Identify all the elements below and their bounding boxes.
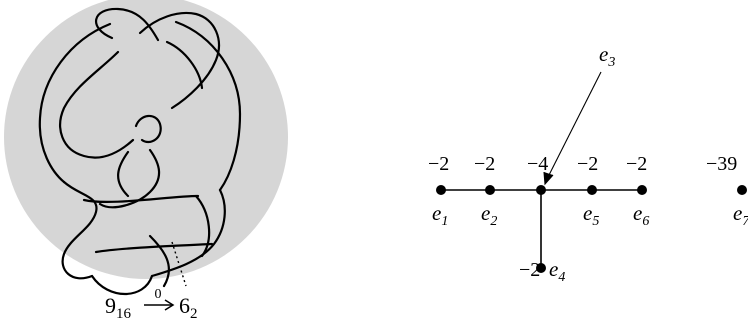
node-weight-e5: −2 bbox=[577, 153, 598, 175]
knot-strand bbox=[117, 150, 130, 198]
graph-node-e5 bbox=[587, 185, 597, 195]
node-weights: −2 −2 −4 −2 −2 −2 −39 bbox=[428, 153, 737, 281]
caption-arrow bbox=[144, 299, 175, 311]
knot-strands bbox=[38, 7, 242, 296]
node-label-e2: e2 bbox=[481, 201, 497, 229]
graph-node-e1 bbox=[436, 185, 446, 195]
knot-strand bbox=[165, 40, 204, 90]
knot-strand bbox=[94, 7, 160, 42]
knot-strand bbox=[38, 22, 112, 184]
background-disk bbox=[4, 0, 288, 279]
node-weight-e1: −2 bbox=[428, 153, 449, 175]
knot-strand bbox=[82, 194, 200, 203]
node-labels: e1 e2 e5 e6 e4 e7 e3 bbox=[432, 42, 748, 285]
node-label-e1: e1 bbox=[432, 201, 448, 229]
node-label-e7: e7 bbox=[733, 201, 748, 229]
caption-arrow-label: 0 bbox=[155, 287, 162, 302]
node-label-e4: e4 bbox=[549, 257, 565, 285]
knot-diagram bbox=[4, 0, 288, 296]
node-weight-e7: −39 bbox=[706, 153, 737, 175]
caption-knot-to-sub: 2 bbox=[190, 306, 198, 322]
knot-strand bbox=[61, 180, 98, 280]
knot-strand bbox=[59, 50, 135, 159]
graph-nodes bbox=[436, 185, 747, 273]
caption-knot-from: 9 bbox=[105, 293, 116, 318]
svg-text:62: 62 bbox=[179, 293, 198, 322]
node-weight-e3: −4 bbox=[527, 153, 548, 175]
plumbing-graph: −2 −2 −4 −2 −2 −2 −39 e1 e2 e5 e6 e4 e7 … bbox=[428, 42, 748, 285]
knot-strand bbox=[194, 194, 211, 258]
graph-edges bbox=[441, 189, 642, 268]
graph-node-e4 bbox=[536, 263, 546, 273]
graph-node-e6 bbox=[637, 185, 647, 195]
knot-strand bbox=[98, 148, 161, 209]
knot-strand bbox=[94, 242, 214, 254]
knot-strand bbox=[90, 274, 154, 296]
caption-knot-to: 6 bbox=[179, 293, 190, 318]
node-weight-e4: −2 bbox=[519, 259, 540, 281]
graph-node-e7 bbox=[737, 185, 747, 195]
knot-strand bbox=[150, 188, 226, 278]
node-label-e6: e6 bbox=[633, 201, 649, 229]
caption-knot-from-sub: 16 bbox=[116, 306, 132, 322]
graph-node-e3 bbox=[536, 185, 546, 195]
annotation-label-e3: e3 bbox=[599, 42, 615, 70]
caption: 916 0 62 bbox=[105, 287, 198, 322]
node-weight-e6: −2 bbox=[626, 153, 647, 175]
node-label-e5: e5 bbox=[583, 201, 599, 229]
node-weight-e2: −2 bbox=[474, 153, 495, 175]
knot-strand bbox=[174, 20, 242, 192]
graph-node-e2 bbox=[485, 185, 495, 195]
knot-strand bbox=[138, 11, 220, 110]
annotation-arrow bbox=[543, 71, 602, 186]
knot-strand bbox=[134, 114, 162, 144]
knot-strand bbox=[148, 234, 170, 288]
svg-text:916: 916 bbox=[105, 293, 132, 322]
